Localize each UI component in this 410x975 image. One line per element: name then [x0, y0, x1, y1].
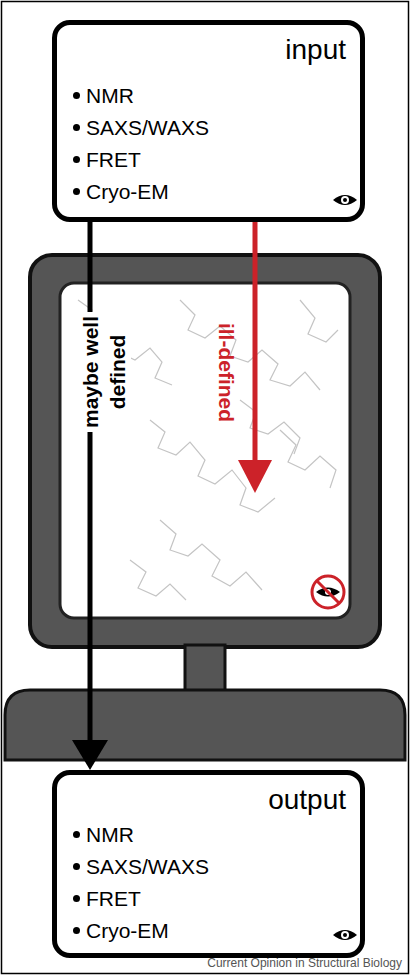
- crossed-eye-icon: [312, 576, 344, 608]
- bullet-dot: [73, 124, 80, 131]
- list-box: outputNMR SAXS/WAXS FRET Cryo-EM: [52, 770, 365, 958]
- bullet-item: NMR: [71, 819, 346, 851]
- bullet-item: SAXS/WAXS: [71, 112, 346, 144]
- bullet-dot: [73, 156, 80, 163]
- list-box: inputNMR SAXS/WAXS FRET Cryo-EM: [52, 20, 365, 222]
- box-content: inputNMR SAXS/WAXS FRET Cryo-EM: [57, 25, 360, 214]
- bullet-item: Cryo-EM: [71, 176, 346, 208]
- bullet-text: SAXS/WAXS: [86, 855, 209, 878]
- bullet-item: NMR: [71, 80, 346, 112]
- red-arrow-head: [238, 460, 272, 493]
- box-heading: input: [71, 33, 346, 67]
- bullet-dot: [73, 92, 80, 99]
- arrow-line: [88, 222, 93, 742]
- bullet-text: NMR: [86, 84, 134, 107]
- bullet-item: FRET: [71, 144, 346, 176]
- box-content: outputNMR SAXS/WAXS FRET Cryo-EM: [57, 775, 360, 953]
- bullet-text: FRET: [86, 148, 141, 171]
- bullet-dot: [73, 927, 80, 934]
- eye-icon: [333, 930, 357, 940]
- monitor-neck: [185, 645, 225, 693]
- credit-label: Current Opinion in Structural Biology: [207, 956, 402, 970]
- monitor-screen: [60, 283, 350, 618]
- flow-arrow: [72, 222, 108, 770]
- bullet-text: Cryo-EM: [86, 919, 169, 942]
- bullet-text: NMR: [86, 823, 134, 846]
- bullet-item: SAXS/WAXS: [71, 851, 346, 883]
- bullet-text: Cryo-EM: [86, 180, 169, 203]
- box-heading: output: [71, 783, 346, 817]
- annotation-label: ill-defined: [213, 302, 240, 442]
- bullet-item: FRET: [71, 883, 346, 915]
- monitor-base: [5, 690, 405, 760]
- bullet-dot: [73, 895, 80, 902]
- protein-chains: [78, 300, 338, 600]
- bullet-dot: [73, 188, 80, 195]
- red-arrow-line: [253, 222, 258, 462]
- bullet-item: Cryo-EM: [71, 915, 346, 947]
- edge-label: maybe well defined: [77, 312, 131, 432]
- bullet-text: FRET: [86, 887, 141, 910]
- arrow-head: [72, 740, 108, 770]
- monitor-frame: [30, 255, 380, 647]
- eye-icon: [333, 195, 357, 205]
- bullet-text: SAXS/WAXS: [86, 116, 209, 139]
- bullet-dot: [73, 863, 80, 870]
- bullet-dot: [73, 831, 80, 838]
